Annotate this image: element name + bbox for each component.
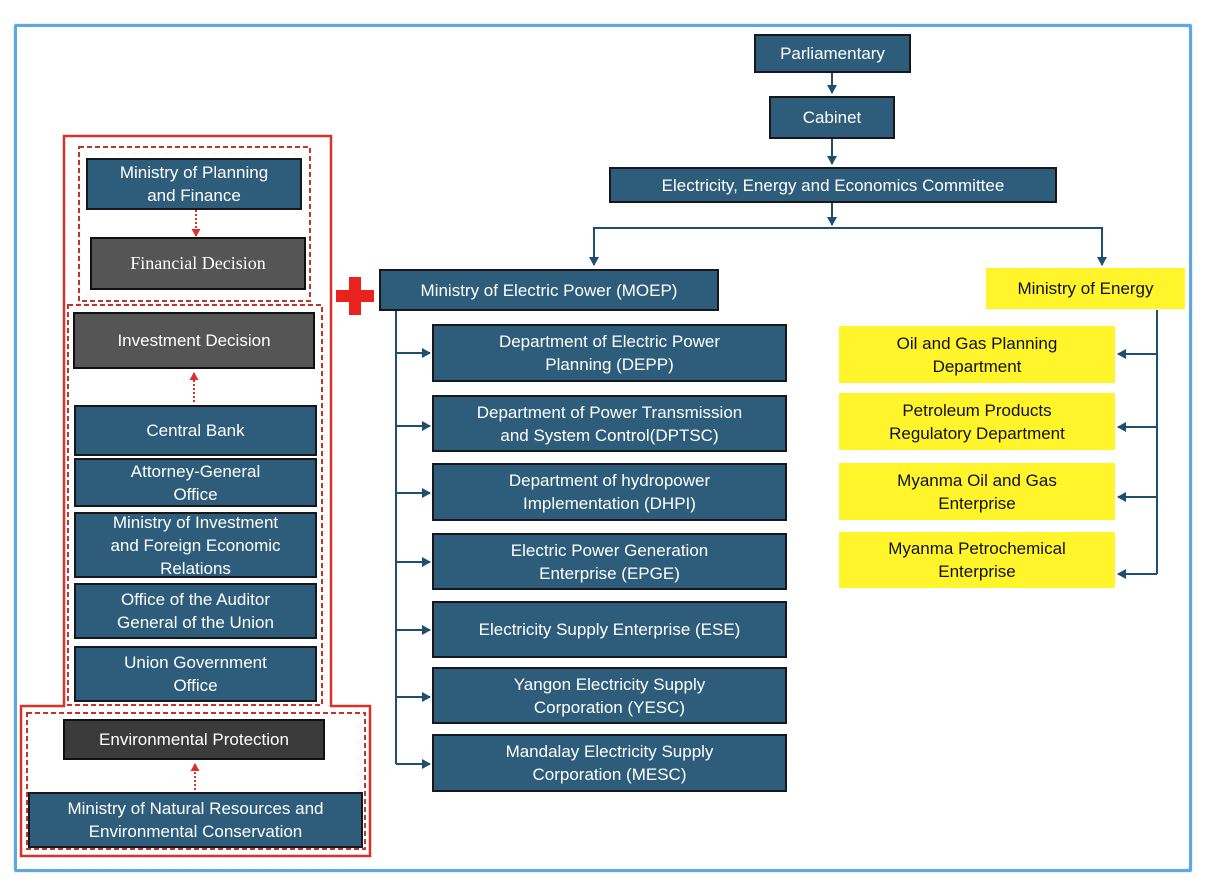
moep-box: Ministry of Electric Power (MOEP)	[379, 269, 719, 311]
parliamentary-box: Parliamentary	[754, 34, 911, 73]
financial-decision-box: Financial Decision	[90, 237, 306, 290]
environment-group	[26, 712, 366, 850]
moe-connectors	[1117, 310, 1158, 579]
environmental-protection-box: Environmental Protection	[63, 719, 325, 760]
gov-connectors	[589, 73, 1107, 266]
cabinet-box: Cabinet	[769, 96, 895, 139]
plus-icon	[336, 277, 374, 315]
moe-box: Ministry of Energy	[986, 268, 1185, 309]
investment-decision-box: Investment Decision	[73, 312, 315, 369]
moep-dept-ese: Electricity Supply Enterprise (ESE)	[432, 601, 787, 658]
central-bank-box: Central Bank	[74, 405, 317, 456]
investment-group	[67, 304, 323, 706]
committee-box: Electricity, Energy and Economics Commit…	[609, 167, 1057, 203]
decision-outline	[19, 134, 372, 858]
financial-group	[78, 146, 311, 302]
moep-connectors	[395, 310, 431, 769]
diagram-frame	[14, 24, 1192, 872]
